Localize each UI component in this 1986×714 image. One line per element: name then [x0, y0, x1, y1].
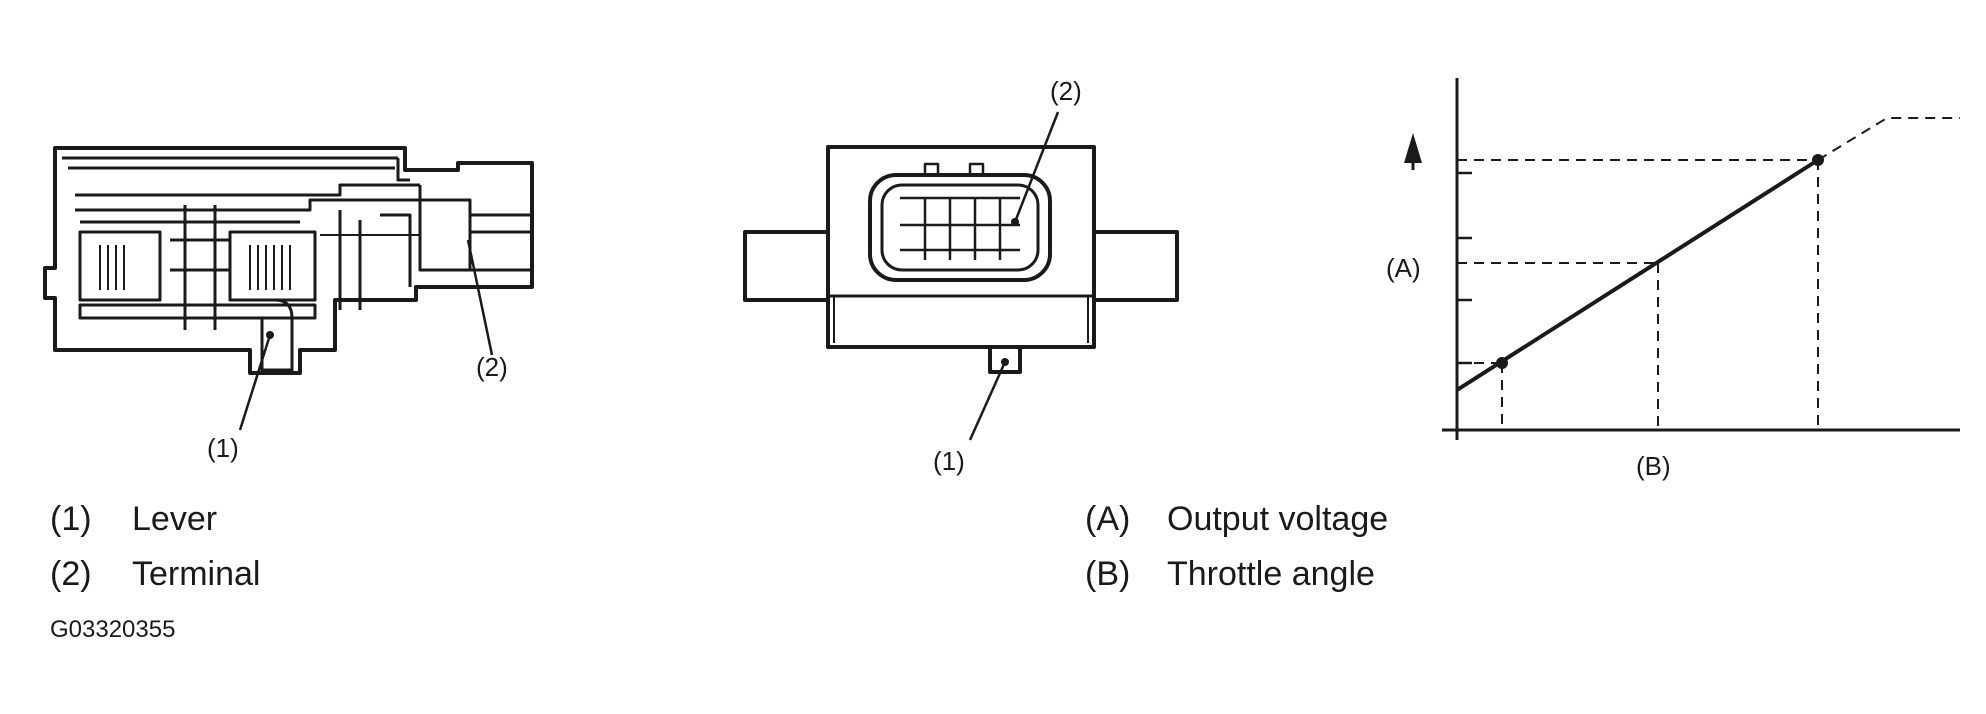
legend-key: (2) [50, 555, 92, 593]
legend-item-throttle-angle: (B) Throttle angle [1085, 555, 1375, 594]
leader-line-lever-front [968, 361, 1007, 441]
legend-text: Throttle angle [1167, 555, 1375, 593]
legend-item-output-voltage: (A) Output voltage [1085, 500, 1388, 539]
output-graph [1404, 78, 1960, 440]
legend-key: (B) [1085, 555, 1131, 593]
sensor-front-view [743, 145, 1179, 374]
legend-item-lever: (1) Lever [50, 500, 217, 539]
legend-key: (1) [50, 500, 92, 538]
sensor-cross-section [43, 146, 534, 375]
fig2-callout-1: (1) [933, 446, 965, 476]
leader-line-lever [238, 334, 272, 431]
fig1-callout-2: (2) [476, 352, 508, 382]
legend-text: Lever [132, 500, 218, 538]
graph-label-b: (B) [1636, 451, 1671, 481]
legend-text: Output voltage [1167, 500, 1389, 538]
legend-key: (A) [1085, 500, 1131, 538]
graph-point-low [1496, 357, 1508, 369]
leader-line-terminal-front [1013, 111, 1060, 223]
legend-item-terminal: (2) Terminal [50, 555, 260, 594]
graph-label-a: (A) [1386, 253, 1421, 283]
legend-text: Terminal [132, 555, 261, 593]
graph-point-high [1812, 154, 1824, 166]
fig1-callout-1: (1) [207, 433, 239, 463]
figure-code: G03320355 [50, 616, 176, 643]
characteristic-line [1455, 158, 1820, 392]
fig2-callout-2: (2) [1050, 76, 1082, 106]
leader-line-terminal [466, 239, 494, 356]
